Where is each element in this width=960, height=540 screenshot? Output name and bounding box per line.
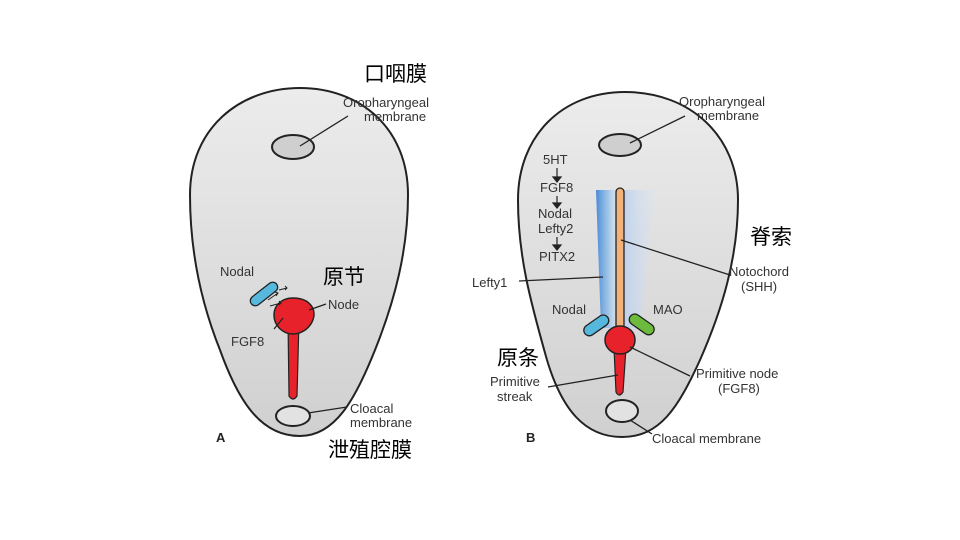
primitive-streak-label-1: Primitive: [490, 374, 540, 389]
primitive-node-b: [604, 325, 636, 355]
right-midline-band: [624, 190, 655, 328]
oropharyngeal-membrane-a: [271, 134, 315, 160]
node-label-a: Node: [328, 297, 359, 312]
oropharyngeal-leader-a: [299, 115, 349, 147]
node-leader-a: [308, 303, 327, 311]
notochord-label-2: (SHH): [741, 279, 777, 294]
cloacal-membrane-a: [275, 405, 311, 427]
cloacal-label-b: Cloacal membrane: [652, 431, 761, 446]
fgf8-leader-a: [273, 317, 284, 330]
cn-label-oropharyngeal: 口咽膜: [364, 62, 427, 86]
mao-label: MAO: [653, 302, 683, 317]
oropharyngeal-label-a-2: membrane: [364, 109, 426, 124]
mao-b: [628, 313, 655, 336]
oropharyngeal-label-b-1: Oropharyngeal: [679, 94, 765, 109]
panel-a: Oropharyngeal membrane Nodal Node FGF8 C…: [188, 86, 429, 445]
cascade-item-pitx2: PITX2: [539, 249, 575, 264]
oropharyngeal-membrane-b: [598, 133, 642, 157]
cascade-item-fgf8: FGF8: [540, 180, 573, 195]
nodal-b: [583, 314, 610, 337]
primitive-streak-b: [613, 347, 627, 396]
primitive-streak-a: [287, 319, 300, 400]
cascade-item-nodal: Nodal: [538, 206, 572, 221]
notochord-leader: [620, 239, 731, 276]
lefty1-band: [596, 190, 617, 328]
oropharyngeal-label-b-2: membrane: [697, 108, 759, 123]
nodal-a: [249, 281, 279, 307]
cascade-item-lefty2: Lefty2: [538, 221, 573, 236]
node-a: [273, 297, 315, 335]
primitive-node-label-2: (FGF8): [718, 381, 760, 396]
panel-letter-b: B: [526, 430, 535, 445]
panel-letter-a: A: [216, 430, 226, 445]
oropharyngeal-leader-b: [629, 115, 686, 144]
lefty1-label: Lefty1: [472, 275, 507, 290]
embryo-body-a: [188, 86, 410, 438]
primitive-node-leader: [629, 346, 691, 377]
cloacal-membrane-b: [605, 399, 639, 423]
cn-label-notochord: 脊索: [750, 225, 792, 249]
cloacal-leader-a: [307, 406, 348, 414]
cascade-item-5ht: 5HT: [543, 152, 568, 167]
notochord-label-1: Notochord: [729, 264, 789, 279]
cloacal-label-a-2: membrane: [350, 415, 412, 430]
oropharyngeal-label-a-1: Oropharyngeal: [343, 95, 429, 110]
cn-label-streak: 原条: [497, 346, 539, 370]
panel-b: Oropharyngeal membrane 5HT FGF8 Nodal Le…: [472, 90, 789, 446]
primitive-streak-leader: [547, 374, 619, 388]
cloacal-leader-b: [629, 419, 653, 435]
cn-label-cloacal: 泄殖腔膜: [328, 438, 412, 462]
cascade-arrows: [551, 168, 563, 251]
nodal-label-a: Nodal: [220, 264, 254, 279]
cn-label-node: 原节: [323, 265, 365, 289]
fgf8-label-a: FGF8: [231, 334, 264, 349]
primitive-node-label-1: Primitive node: [696, 366, 778, 381]
notochord: [615, 187, 625, 331]
lefty1-leader: [518, 276, 604, 282]
diffusion-arrows-a: [267, 285, 288, 307]
primitive-streak-label-2: streak: [497, 389, 533, 404]
nodal-label-b: Nodal: [552, 302, 586, 317]
cloacal-label-a-1: Cloacal: [350, 401, 393, 416]
